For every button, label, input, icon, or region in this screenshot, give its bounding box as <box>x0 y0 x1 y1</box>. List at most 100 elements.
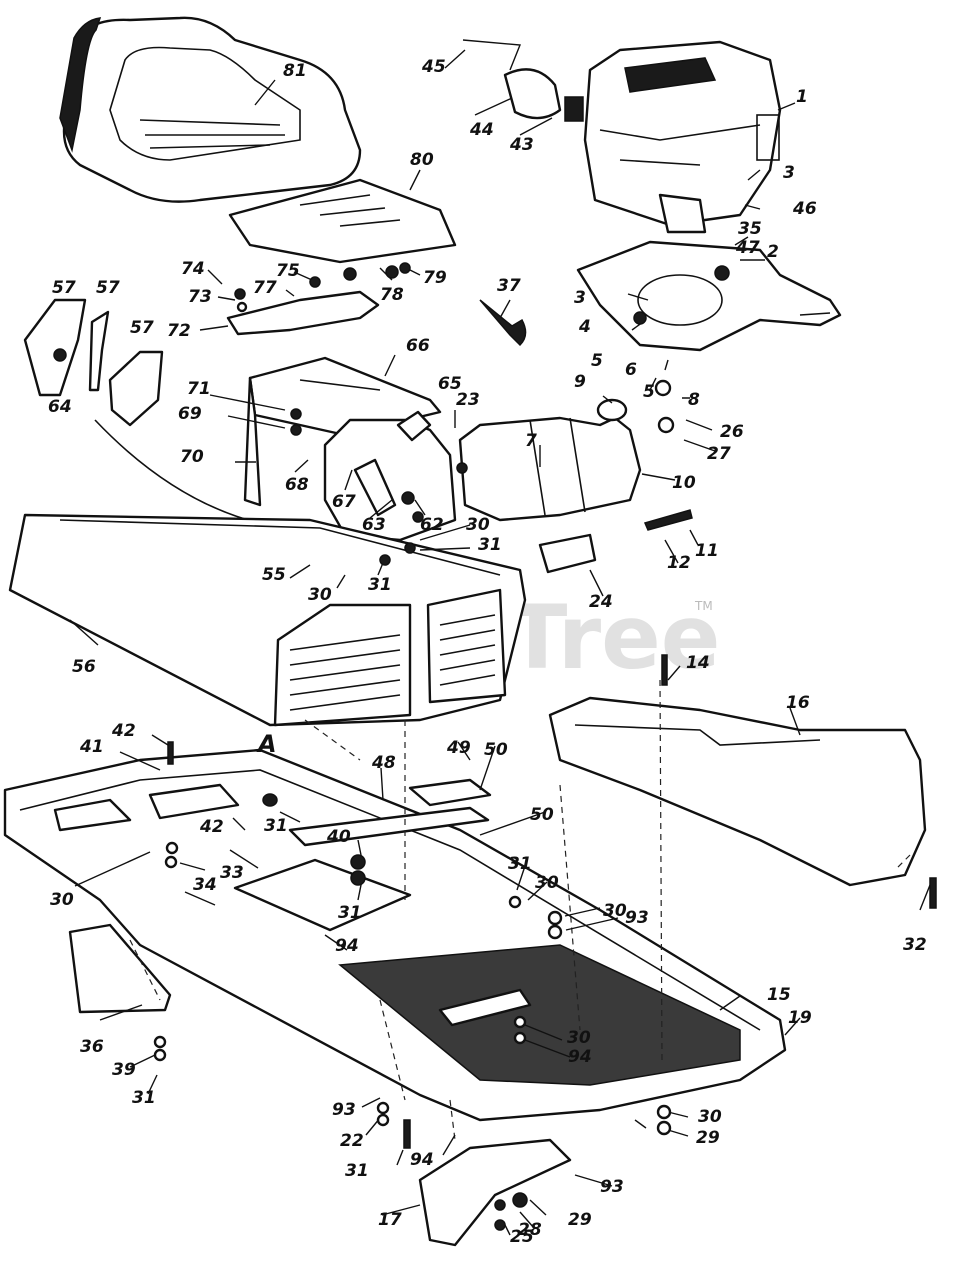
callout-75: 75 <box>276 261 300 281</box>
fuel-line <box>538 509 693 574</box>
fuel-pump <box>462 39 584 122</box>
watermark-tm: TM <box>694 599 713 613</box>
callout-93: 93 <box>332 1100 356 1120</box>
callout-10: 10 <box>672 473 696 493</box>
callout-31: 31 <box>338 903 362 923</box>
rear-guard <box>418 1138 572 1247</box>
callout-3: 3 <box>783 163 795 183</box>
callout-41: 41 <box>79 737 104 757</box>
callout-93: 93 <box>625 908 649 928</box>
callout-12: 12 <box>667 553 691 573</box>
callout-72: 72 <box>167 321 191 341</box>
callout-93: 93 <box>600 1177 624 1197</box>
callout-5: 5 <box>643 382 655 402</box>
callout-79: 79 <box>423 268 447 288</box>
alignment-lines <box>129 679 911 1141</box>
callout-28: 28 <box>518 1220 542 1240</box>
callout-65: 65 <box>438 374 462 394</box>
callout-73: 73 <box>188 287 212 307</box>
callout-46: 46 <box>792 199 817 219</box>
callout-29: 29 <box>696 1128 720 1148</box>
callout-19: 19 <box>788 1008 812 1028</box>
callout-30: 30 <box>50 890 74 910</box>
callout-27: 27 <box>707 444 731 464</box>
callout-31: 31 <box>368 575 392 595</box>
callout-36: 36 <box>80 1037 104 1057</box>
callout-94: 94 <box>335 936 359 956</box>
callout-42: 42 <box>111 721 136 741</box>
callout-78: 78 <box>380 285 404 305</box>
callout-57: 57 <box>96 278 120 298</box>
callout-57: 57 <box>52 278 76 298</box>
callout-45: 45 <box>421 57 446 77</box>
callout-81: 81 <box>283 61 307 81</box>
callout-49: 49 <box>446 738 471 758</box>
callout-7: 7 <box>525 431 537 451</box>
callout-69: 69 <box>178 404 202 424</box>
callout-70: 70 <box>180 447 204 467</box>
callout-34: 34 <box>193 875 217 895</box>
hinge-bracket <box>226 290 380 336</box>
fuel-tank <box>458 398 642 522</box>
callout-71: 71 <box>187 379 211 399</box>
seat-spring-brackets <box>23 298 301 531</box>
callout-25: 25 <box>510 1227 534 1247</box>
callout-9: 9 <box>574 372 586 392</box>
callout-37: 37 <box>497 276 521 296</box>
callout-23: 23 <box>456 390 480 410</box>
side-guard <box>68 923 172 1014</box>
callout-3: 3 <box>574 288 586 308</box>
callout-30: 30 <box>308 585 332 605</box>
cross-bracket <box>288 778 492 847</box>
callout-68: 68 <box>285 475 309 495</box>
callout-39: 39 <box>112 1060 136 1080</box>
callout-74: 74 <box>181 259 205 279</box>
callout-11: 11 <box>695 541 719 561</box>
callout-2: 2 <box>767 242 779 262</box>
callout-30: 30 <box>698 1107 722 1127</box>
callout-6: 6 <box>625 360 637 380</box>
callout-31: 31 <box>132 1088 156 1108</box>
hardware <box>153 262 937 1231</box>
callout-32: 32 <box>903 935 927 955</box>
seat-plate <box>228 178 457 264</box>
callout-33: 33 <box>220 863 244 883</box>
callout-4: 4 <box>578 317 591 337</box>
callout-17: 17 <box>378 1210 402 1230</box>
callout-30: 30 <box>535 873 559 893</box>
callout-44: 44 <box>469 120 494 140</box>
callout-31: 31 <box>345 1161 369 1181</box>
engine-mount-plate <box>576 240 842 352</box>
callout-40: 40 <box>326 827 351 847</box>
callout-31: 31 <box>478 535 502 555</box>
main-frame <box>3 748 787 1122</box>
callout-30: 30 <box>466 515 490 535</box>
leader-lines <box>69 49 931 1236</box>
callout-16: 16 <box>786 693 810 713</box>
callout-62: 62 <box>420 515 444 535</box>
callout-94: 94 <box>568 1047 592 1067</box>
callout-43: 43 <box>509 135 534 155</box>
callout-57: 57 <box>130 318 154 338</box>
callout-50: 50 <box>484 740 508 760</box>
callout-55: 55 <box>262 565 286 585</box>
callout-48: 48 <box>371 753 396 773</box>
callout-31: 31 <box>264 816 288 836</box>
callout-30: 30 <box>567 1028 591 1048</box>
callout-15: 15 <box>767 985 791 1005</box>
callout-66: 66 <box>406 336 430 356</box>
rear-body <box>548 696 927 887</box>
callout-29: 29 <box>568 1210 592 1230</box>
callout-1: 1 <box>796 87 808 107</box>
hood <box>8 513 527 727</box>
callout-30: 30 <box>603 901 627 921</box>
callout-94: 94 <box>410 1150 434 1170</box>
callout-77: 77 <box>253 278 277 298</box>
callout-35: 35 <box>738 219 762 239</box>
callout-67: 67 <box>332 492 356 512</box>
callout-63: 63 <box>362 515 386 535</box>
callout-8: 8 <box>688 390 700 410</box>
callout-24: 24 <box>589 592 613 612</box>
callout-5: 5 <box>591 351 603 371</box>
